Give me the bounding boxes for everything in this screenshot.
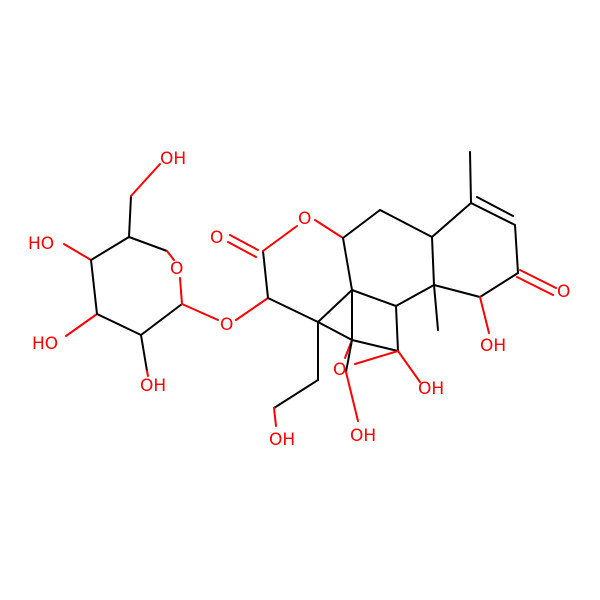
bond <box>262 250 269 299</box>
bond-to-oxygen <box>130 163 161 197</box>
bond <box>90 259 98 315</box>
hydroxyl-label: HO <box>32 334 58 354</box>
bond-to-oxygen <box>179 277 183 305</box>
bond <box>96 313 142 336</box>
hydroxyl-label: OH <box>140 376 166 396</box>
bond <box>317 321 353 341</box>
ring-oxygen-label: O <box>170 259 183 279</box>
bond <box>395 305 399 352</box>
ketone-double-bond <box>516 276 554 296</box>
bridge-oxygen-label: O <box>333 360 346 380</box>
double-bond <box>476 196 514 217</box>
bond <box>351 339 399 352</box>
bond <box>317 289 353 323</box>
bond-to-oxygen <box>479 296 490 334</box>
bond-to-oxygen <box>354 350 399 365</box>
hydroxyl-label: HO <box>28 234 54 254</box>
bond-to-oxygen <box>314 219 344 239</box>
glycosidic-oxygen-label: O <box>220 315 233 335</box>
methyl-bond <box>469 151 472 204</box>
lactone-oxygen-label: O <box>298 209 311 229</box>
carbonyl-double-bond <box>229 234 259 251</box>
bond <box>514 224 519 274</box>
double-bond <box>470 202 516 226</box>
bond <box>433 284 481 298</box>
hydroxyl-label: OH <box>418 379 444 399</box>
bond-to-oxygen <box>65 313 98 337</box>
bond <box>273 379 319 409</box>
bond-to-oxygen <box>166 250 175 261</box>
hydroxyl-label: OH <box>480 336 506 356</box>
bond-to-oxygen <box>146 370 149 377</box>
bond-to-oxygen <box>273 407 277 427</box>
bond <box>345 339 353 373</box>
bond <box>431 202 472 238</box>
bond <box>90 236 130 261</box>
bond <box>342 209 381 239</box>
bond <box>351 289 397 307</box>
bond-to-oxygen <box>262 225 298 252</box>
bond <box>267 297 319 323</box>
bond <box>128 195 132 238</box>
carbonyl-oxygen-label: O <box>210 228 223 248</box>
bond <box>431 236 435 286</box>
bond <box>140 334 148 372</box>
bond-to-oxygen <box>345 371 359 422</box>
carbonyl-double-bond <box>227 241 257 258</box>
methyl-bond <box>433 284 439 331</box>
hydroxyl-label: OH <box>269 430 295 450</box>
bond <box>128 236 168 252</box>
bond <box>140 303 183 336</box>
bond <box>342 237 353 291</box>
bond <box>379 209 433 238</box>
bond-to-oxygen <box>181 303 219 321</box>
atom-labels: OH HO HO OH O O O O O OH O OH OH OH <box>28 149 570 450</box>
bond-to-oxygen <box>63 243 92 261</box>
bond-to-oxygen <box>235 297 269 321</box>
ketone-oxygen-label: O <box>557 282 570 302</box>
bond <box>479 272 519 298</box>
core-bonds <box>227 151 557 427</box>
bond <box>395 284 435 307</box>
ketone-double-bond <box>519 269 557 289</box>
sugar-bonds <box>63 163 219 377</box>
bond-to-oxygen <box>397 350 421 383</box>
hydroxyl-label: OH <box>160 149 186 169</box>
hydroxyl-label: OH <box>350 426 376 446</box>
